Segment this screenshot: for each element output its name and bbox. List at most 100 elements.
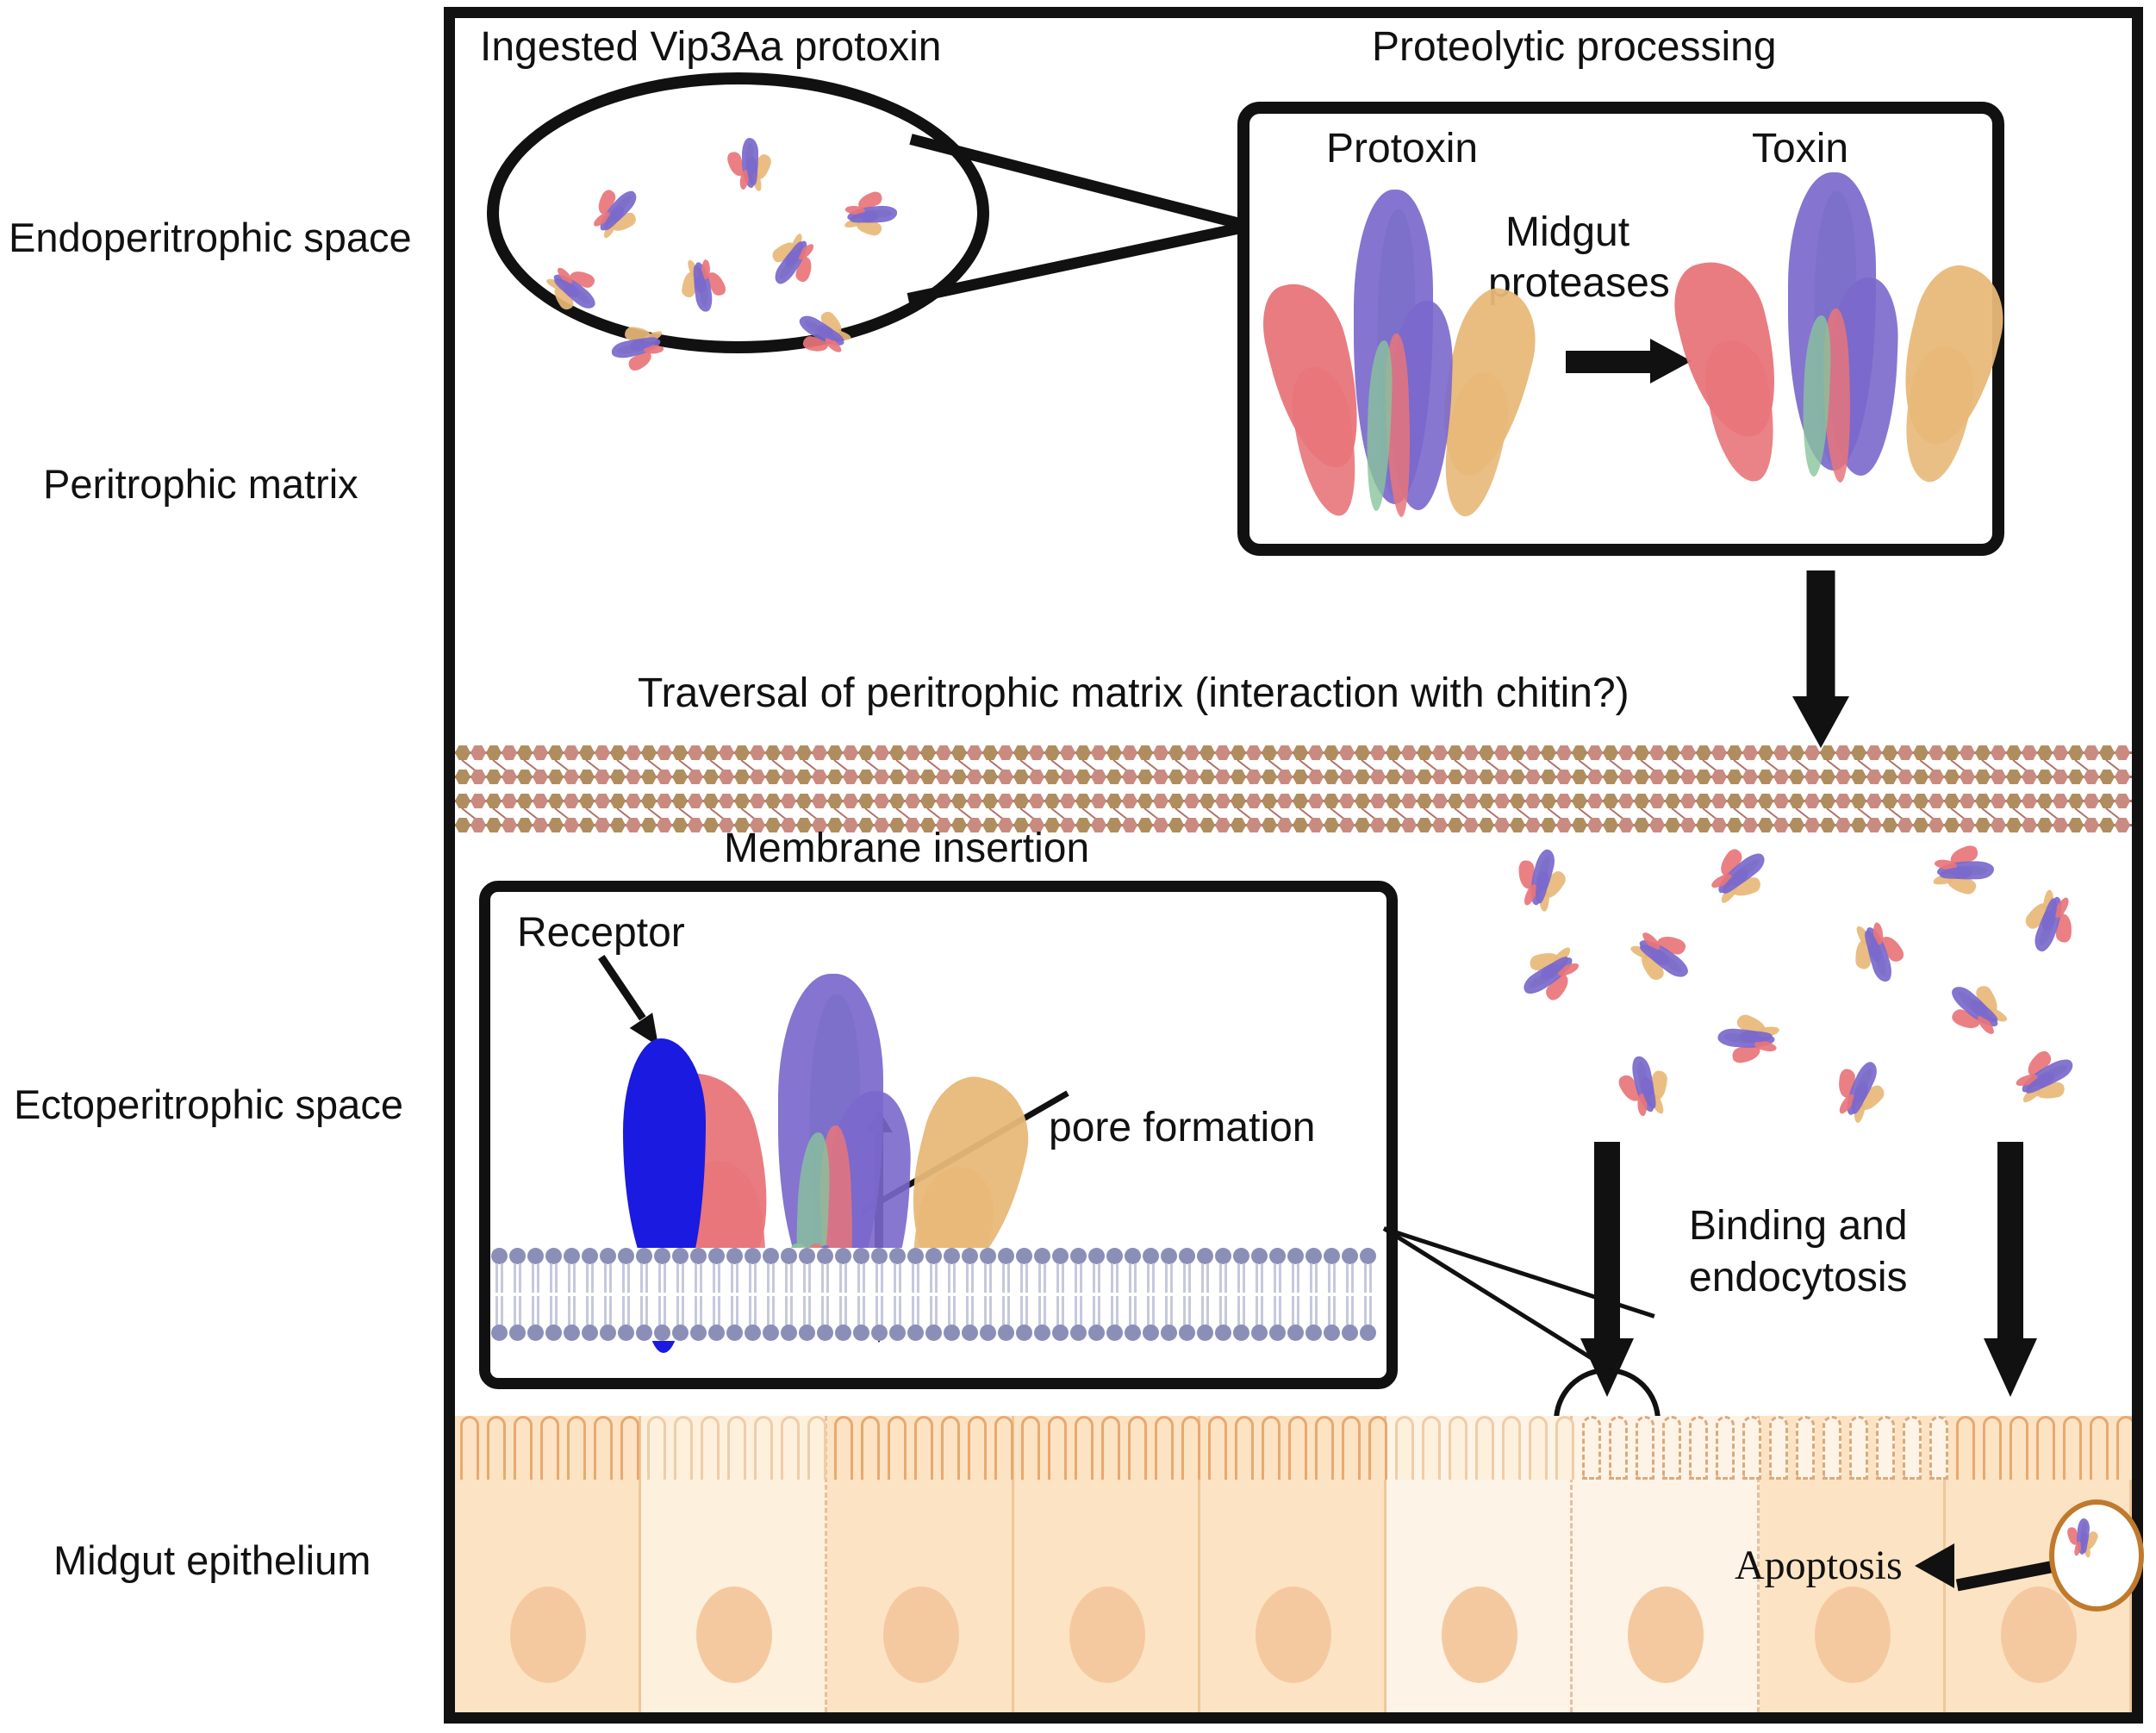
cell-nucleus xyxy=(696,1587,773,1683)
panel-title-traversal: Traversal of peritrophic matrix (interac… xyxy=(638,670,1629,716)
panel-title-proteolytic-processing: Proteolytic processing xyxy=(1372,24,1777,70)
cell-nucleus xyxy=(1069,1587,1145,1683)
microvillus xyxy=(1262,1416,1281,1480)
microvillus xyxy=(1796,1416,1815,1480)
microvillus xyxy=(914,1416,933,1480)
label-toxin: Toxin xyxy=(1752,126,1849,171)
cell-nucleus xyxy=(1256,1587,1331,1683)
microvillus xyxy=(647,1416,666,1480)
microvillus xyxy=(1582,1416,1601,1480)
microvillus xyxy=(701,1416,720,1480)
microvillus xyxy=(620,1416,639,1480)
chitin-fibre-row xyxy=(455,786,2132,826)
microvillus xyxy=(1956,1416,1975,1480)
microvillus xyxy=(1128,1416,1147,1480)
panel-title-ingested-protoxin: Ingested Vip3Aa protoxin xyxy=(480,24,942,70)
side-label-ectoperitrophic-space: Ectoperitrophic space xyxy=(14,1082,403,1127)
microvillus xyxy=(1181,1416,1200,1480)
microvillus xyxy=(674,1416,693,1480)
lipid-bilayer xyxy=(490,1248,1386,1341)
microvillus xyxy=(1609,1416,1628,1480)
side-label-peritrophic-matrix: Peritrophic matrix xyxy=(43,461,358,507)
proteolysis-arrow xyxy=(1566,339,1692,383)
microvillus xyxy=(1155,1416,1174,1480)
microvillus xyxy=(1769,1416,1788,1480)
microvillus xyxy=(1502,1416,1521,1480)
cell-nucleus xyxy=(1814,1587,1891,1683)
label-apoptosis: Apoptosis xyxy=(1735,1543,1903,1588)
microvillus xyxy=(1475,1416,1494,1480)
microvillus xyxy=(1876,1416,1895,1480)
ectoperitrophic-toxin xyxy=(1932,843,1995,897)
microvillus xyxy=(2090,1416,2109,1480)
microvillus xyxy=(2063,1416,2082,1480)
label-midgut-proteases-line1: Midgut xyxy=(1505,209,1630,255)
protoxin-pool-circle xyxy=(487,72,989,353)
panel-title-membrane-insertion: Membrane insertion xyxy=(724,826,1090,871)
microvillus xyxy=(861,1416,880,1480)
microvillus xyxy=(968,1416,987,1480)
microvillus xyxy=(1288,1416,1307,1480)
microvillus xyxy=(514,1416,533,1480)
microvillus xyxy=(1555,1416,1574,1480)
protoxin-molecule xyxy=(843,190,899,239)
endocytosed-toxin-vesicle xyxy=(2049,1499,2144,1611)
microvillus xyxy=(1235,1416,1254,1480)
protoxin-structure xyxy=(1252,190,1548,521)
protoxin-molecule xyxy=(677,256,728,315)
microvillus xyxy=(1021,1416,1040,1480)
chitin-fibre-row xyxy=(455,738,2132,778)
microvillus xyxy=(1395,1416,1414,1480)
microvillus xyxy=(1849,1416,1868,1480)
microvillus xyxy=(1342,1416,1361,1480)
microvillus xyxy=(1449,1416,1467,1480)
microvillus xyxy=(1529,1416,1548,1480)
vesicle-toxin xyxy=(2066,1517,2100,1558)
microvillus xyxy=(567,1416,586,1480)
microvillus xyxy=(1101,1416,1120,1480)
microvillus xyxy=(994,1416,1013,1480)
microvillus xyxy=(1075,1416,1094,1480)
microvillus xyxy=(1315,1416,1334,1480)
label-pore-formation: pore formation xyxy=(1049,1105,1316,1150)
microvillus xyxy=(540,1416,559,1480)
microvillus xyxy=(1983,1416,2002,1480)
microvillus xyxy=(1742,1416,1761,1480)
arrow-to-peritrophic-matrix xyxy=(1792,570,1849,748)
arrow-binding-right xyxy=(1982,1142,2039,1400)
microvillus xyxy=(754,1416,773,1480)
microvillus xyxy=(2036,1416,2055,1480)
chitin-fibre-row xyxy=(455,810,2132,832)
microvillus xyxy=(1368,1416,1387,1480)
microvillus xyxy=(1929,1416,1948,1480)
microvillus xyxy=(1823,1416,1841,1480)
protoxin-molecule xyxy=(726,138,773,192)
microvillus xyxy=(781,1416,800,1480)
cell-nucleus xyxy=(1442,1587,1518,1683)
microvillus xyxy=(1716,1416,1735,1480)
microvillus xyxy=(807,1416,826,1480)
microvillus xyxy=(2116,1416,2132,1480)
label-protoxin: Protoxin xyxy=(1326,126,1479,171)
chitin-fibre-row xyxy=(455,762,2132,784)
arrow-binding-left xyxy=(1579,1142,1636,1400)
microvillus xyxy=(2010,1416,2028,1480)
label-receptor: Receptor xyxy=(517,910,685,956)
microvillus xyxy=(1903,1416,1922,1480)
microvillus xyxy=(727,1416,746,1480)
cell-nucleus xyxy=(1628,1587,1704,1683)
label-binding-line1: Binding and xyxy=(1689,1203,1908,1249)
peritrophic-matrix-band xyxy=(455,738,2132,832)
side-label-midgut-epithelium: Midgut epithelium xyxy=(53,1537,371,1583)
microvillus xyxy=(1422,1416,1441,1480)
microvillus xyxy=(1208,1416,1227,1480)
microvillus xyxy=(460,1416,479,1480)
apoptosis-arrow xyxy=(1915,1541,2059,1592)
toxin-structure xyxy=(1664,172,2016,488)
microvillus xyxy=(487,1416,506,1480)
microvillus xyxy=(1636,1416,1654,1480)
cell-nucleus xyxy=(510,1587,587,1683)
microvillus xyxy=(1662,1416,1681,1480)
microvillus xyxy=(834,1416,853,1480)
